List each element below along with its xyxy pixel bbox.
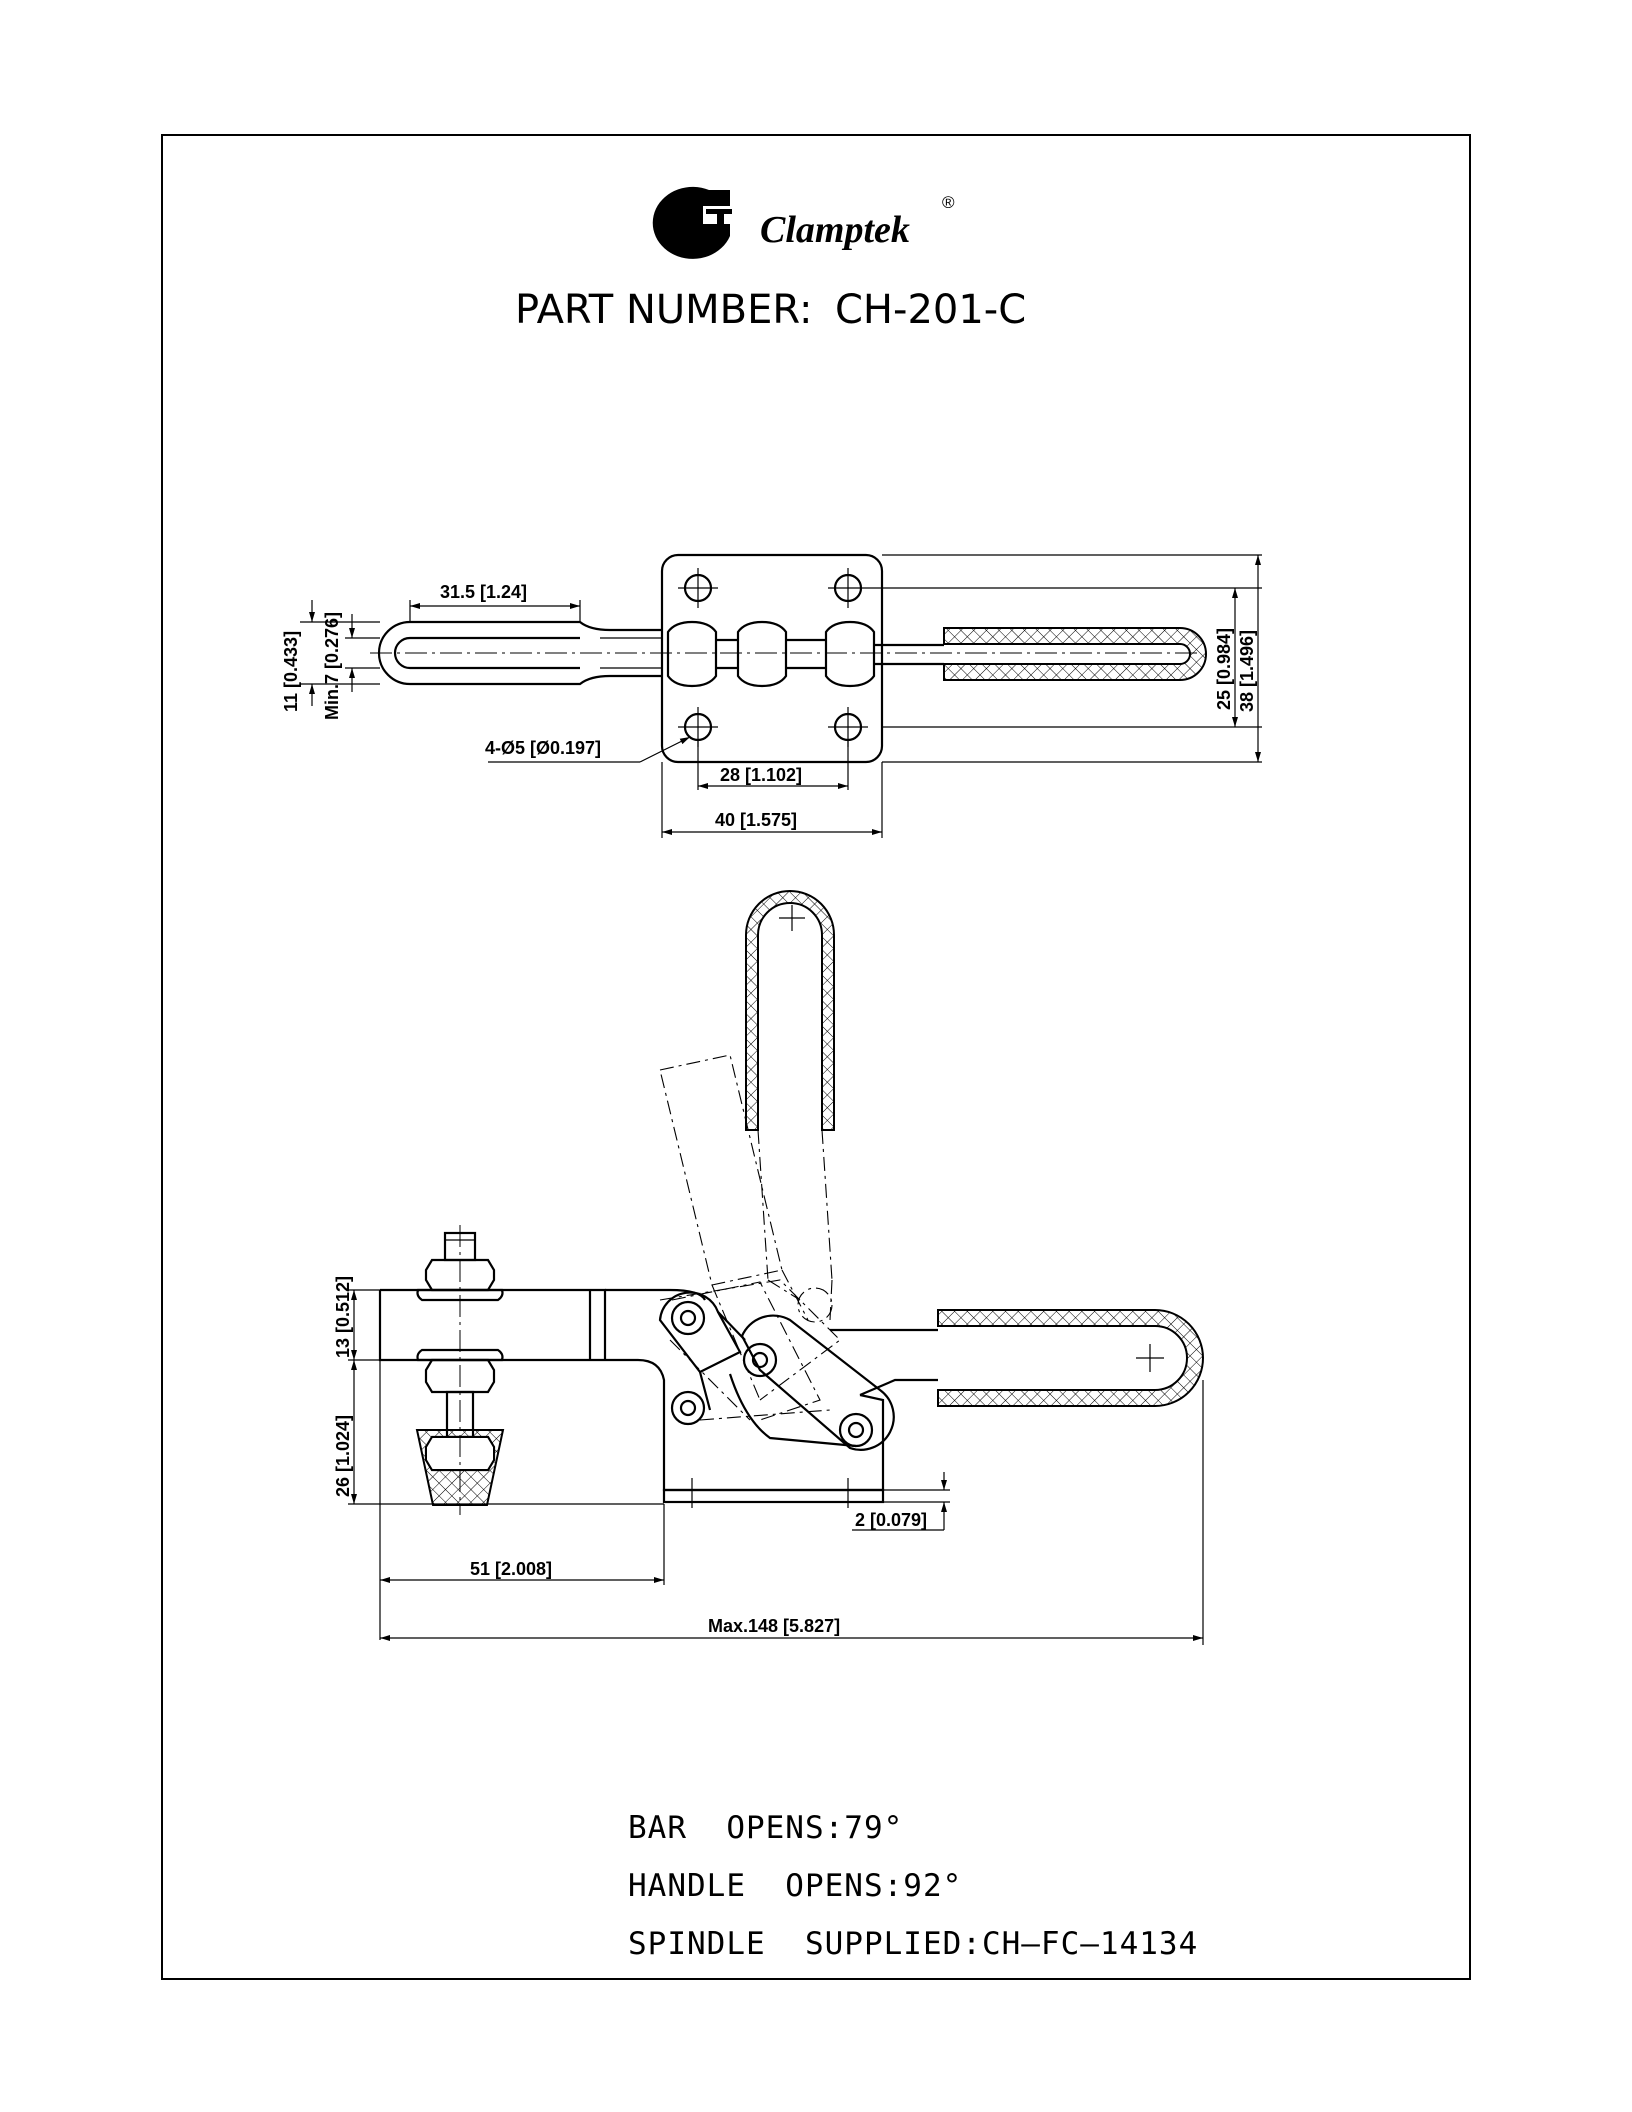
handle-grip-open [745,890,835,1131]
drawing-border [161,134,1471,1980]
dim-bar-height: 13 [0.512] [333,1276,353,1358]
note-spindle-supplied: SPINDLE SUPPLIED:CH—FC—14134 [628,1926,1198,1962]
dim-base-thickness: 2 [0.079] [855,1510,927,1530]
dim-spindle-height: 26 [1.024] [333,1415,353,1497]
clamptek-logo [652,186,734,259]
part-number: CH-201-C [835,287,1026,333]
registered-mark: ® [942,193,955,212]
note-handle-opens: HANDLE OPENS:92° [628,1868,962,1904]
base-plate [660,553,884,764]
dim-max-length: Max.148 [5.827] [708,1616,840,1636]
dim-handle-width: 11 [0.433] [281,631,301,712]
dim-base-width: 40 [1.575] [715,810,797,830]
top-view: 31.5 [1.24] 11 [0.433] Min.7 [0.276] 4-Ø… [281,553,1262,838]
dim-reach: 51 [2.008] [470,1559,552,1579]
pivot-pin [742,1342,778,1378]
handle-grip [943,627,1207,681]
dim-handle-length: 31.5 [1.24] [440,582,527,602]
note-bar-opens: BAR OPENS:79° [628,1810,903,1846]
side-view: 13 [0.512] 26 [1.024] 51 [2.008] Max.148… [333,890,1204,1645]
pivot-pin [670,1300,706,1336]
dim-holes: 4-Ø5 [Ø0.197] [485,738,601,758]
spindle [415,1225,505,1515]
handle-grip-closed [937,1309,1204,1407]
brand-name: Clamptek [760,209,910,251]
dim-bar-min: Min.7 [0.276] [322,612,342,720]
dim-base-depth: 38 [1.496] [1237,630,1257,712]
part-number-label: PART NUMBER: [515,287,812,333]
dim-hole-spacing: 28 [1.102] [720,765,802,785]
pivot-pin [838,1412,874,1448]
pivot-pin [670,1390,706,1426]
base-plate-side [662,1488,885,1504]
dim-hole-pitch: 25 [0.984] [1214,628,1234,710]
